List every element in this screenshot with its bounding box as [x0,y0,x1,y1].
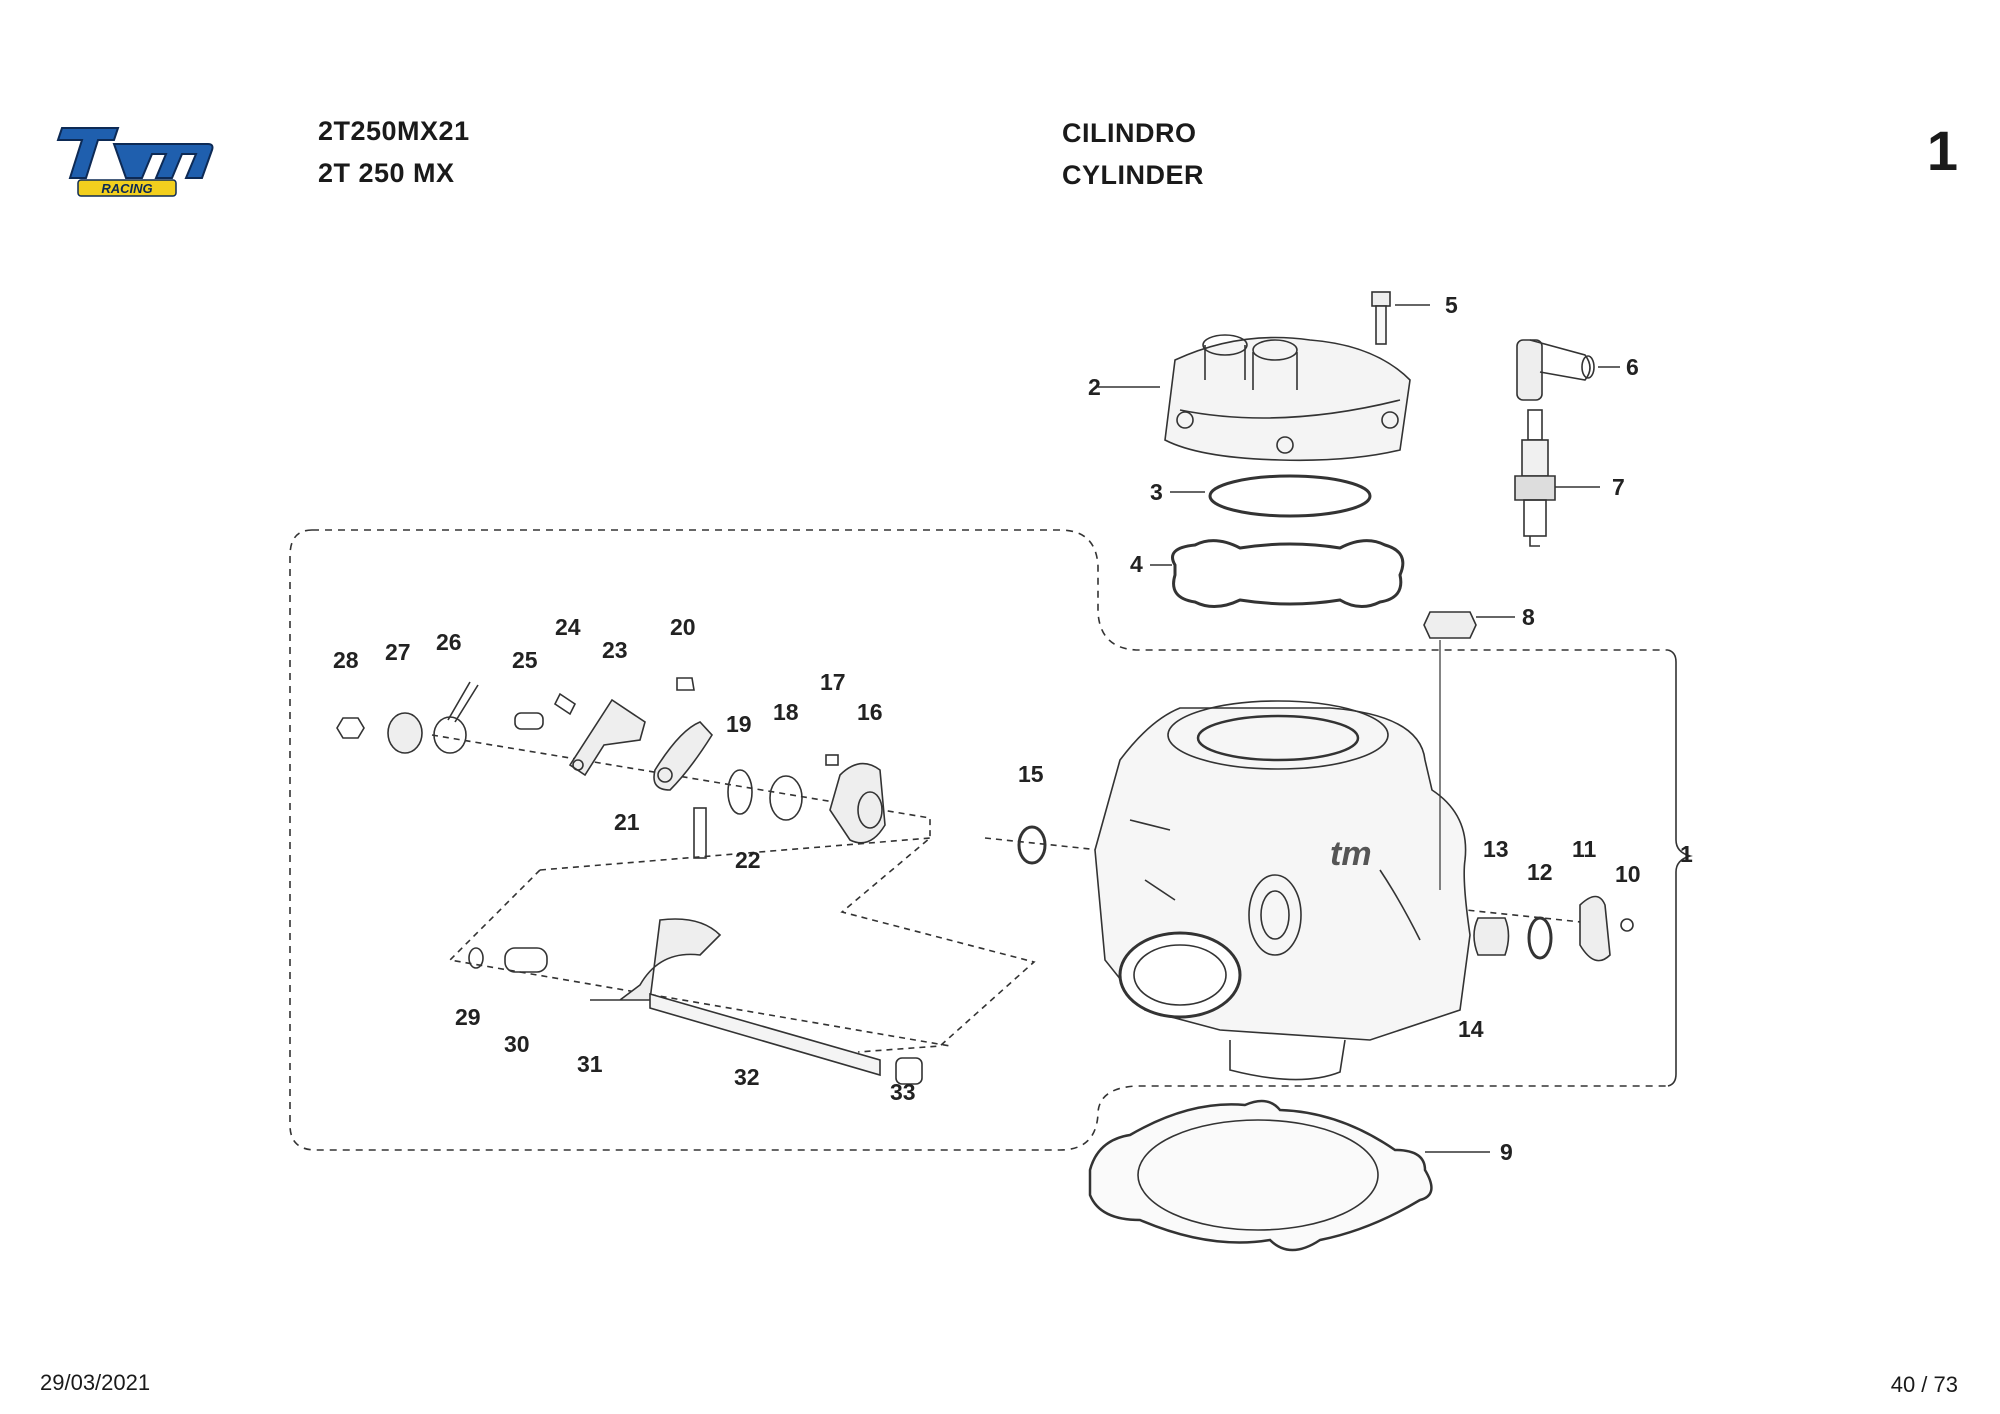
nut-part-8 [1423,611,1477,639]
bushing-part-13 [1473,917,1510,956]
part-label: 17 [820,669,846,695]
part-label: 5 [1445,292,1458,318]
part-label: 27 [385,639,411,665]
bushing-part-30 [504,947,548,973]
part-label: 7 [1612,474,1625,500]
adjuster-part-24 [553,692,577,716]
part-label: 8 [1522,604,1535,630]
part-label: 25 [512,647,538,673]
cylinder-part-1: tm [1094,700,1471,1081]
washer-part-10 [1620,918,1634,932]
spring-cap-part-27 [387,712,423,754]
assembly-path-seal [984,837,1101,851]
assembly-path-lower [448,869,951,1047]
spark-plug-part-7 [1514,409,1556,547]
part-label: 1 [1680,841,1693,867]
part-label: 22 [735,847,761,873]
title-english: CYLINDER [1062,160,1205,190]
part-label: 21 [614,809,640,835]
part-label: 14 [1458,1016,1484,1042]
part-label: 15 [1018,761,1044,787]
spark-plug-cap-part-6 [1516,339,1595,401]
part-label: 3 [1150,479,1163,505]
tm-racing-logo: RACING [56,127,214,197]
part-label: 12 [1527,859,1553,885]
part-label: 2 [1088,374,1101,400]
washer-part-18 [769,775,803,821]
part-label: 30 [504,1031,530,1057]
bushing-part-33 [895,1057,923,1085]
valve-group-outline-left [289,529,1668,1151]
cylinder-logo-mark: tm [1330,835,1372,873]
part-label: 9 [1500,1139,1513,1165]
part-label: 13 [1483,836,1509,862]
bolt-part-5 [1371,291,1391,345]
section-number: 1 [1926,119,1958,182]
nut-part-20 [676,677,695,691]
part-label: 11 [1572,836,1597,862]
valve-blade-part-31 [590,918,722,1001]
racing-badge [77,179,177,197]
cover-part-11 [1579,895,1611,962]
part-label: 19 [726,711,752,737]
part-label: 28 [333,647,359,673]
circlip-part-19 [727,769,753,815]
tm-logo-mark [56,127,214,179]
part-label: 10 [1615,861,1641,887]
part-label: 16 [857,699,883,725]
part-labels: 1 2 3 4 5 6 7 8 9 10 11 12 13 14 15 16 1… [333,292,1693,1165]
base-gasket-part-9 [1088,1099,1433,1252]
assembly-path-upper [431,734,1036,1053]
part-label: 23 [602,637,628,663]
circlip-part-29 [468,947,484,969]
nut-part-28 [336,717,365,739]
pin-part-22 [693,807,707,859]
leader-bracket-1 [1585,1005,1640,1020]
o-ring-part-3 [1208,474,1372,518]
part-label: 31 [577,1051,603,1077]
cylinder-head-part-2 [1164,334,1411,462]
assembly-path-right [1369,899,1611,926]
part-label: 26 [436,629,462,655]
part-label: 18 [773,699,799,725]
part-label: 24 [555,614,581,640]
part-label: 4 [1130,551,1143,577]
part-label: 29 [455,1004,481,1030]
screw-part-17 [825,754,839,766]
valve-lever-part-16 [829,762,886,844]
part-label: 6 [1626,354,1639,380]
model-code: 2T250MX21 [318,116,470,146]
model-name: 2T 250 MX [318,158,455,188]
print-date: 29/03/2021 [40,1370,151,1395]
base-gasket-bore [1137,1119,1379,1231]
logo-subtext: RACING [101,181,152,196]
title-italian: CILINDRO [1062,118,1197,148]
valve-shaft-part-32 [649,992,881,1077]
part-label: 20 [670,614,696,640]
spring-part-26 [433,681,479,754]
part-label: 33 [890,1079,916,1105]
rocker-arm-part-21 [653,721,714,791]
pin-part-25 [514,712,544,730]
part-label: 32 [734,1064,760,1090]
head-gasket-part-4 [1171,539,1405,608]
seal-part-12 [1527,916,1553,960]
page-pagination: 40 / 73 [1890,1372,1958,1397]
valve-group-outline [312,529,1668,651]
cylinder-bracket [1667,649,1693,1087]
seal-part-15 [1017,825,1047,865]
lever-plate-part-23 [568,698,646,777]
